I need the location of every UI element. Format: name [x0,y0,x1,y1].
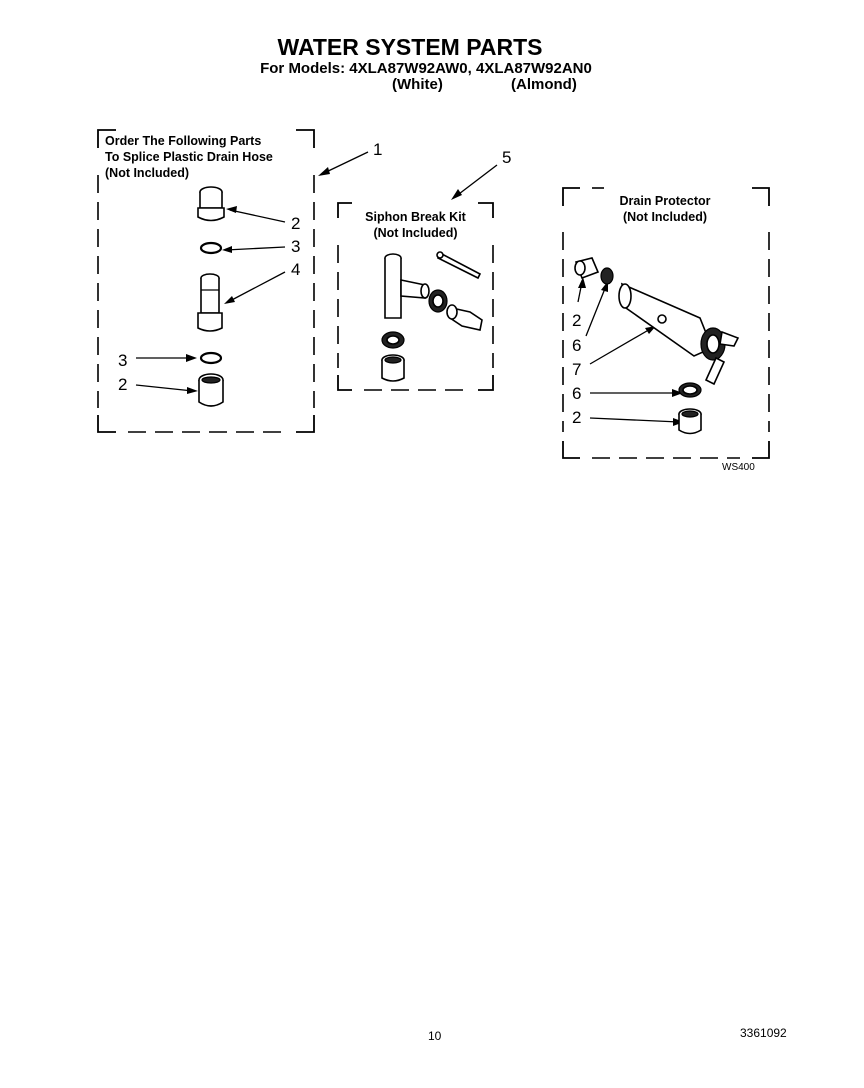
splice-box-label: Order The Following Parts To Splice Plas… [105,133,273,181]
siphon-label-line1: Siphon Break Kit [365,210,466,224]
models-line: For Models: 4XLA87W92AW0, 4XLA87W92AN0 [260,60,592,77]
callout-drain-2a: 2 [572,311,582,330]
callout-splice-4: 4 [291,260,301,279]
drain-label-line1: Drain Protector [619,194,711,208]
drain-protector-box [562,187,770,459]
siphon-label-line2: (Not Included) [373,226,458,240]
callout-5: 5 [502,148,512,167]
splice-connector-icon [197,273,223,332]
page-number: 10 [428,1029,442,1043]
callout-splice-3b: 3 [118,351,128,370]
siphon-kit-drawings [381,251,483,382]
siphon-cap-icon [381,354,405,382]
drain-ring-bottom-icon [678,382,702,398]
splice-clamp-top-icon [199,241,223,255]
callout-splice-3a: 3 [291,237,301,256]
callout-1: 1 [373,140,383,159]
siphon-fitting-icon [446,304,483,331]
callout-drain-6b: 6 [572,384,582,403]
variant-white-label: (White) [392,76,443,93]
splice-label-line1: Order The Following Parts [105,134,262,148]
siphon-pin-icon [436,251,482,280]
callout-drain-6a: 6 [572,336,582,355]
splice-cap-bottom-icon [198,373,224,407]
siphon-kit-box [337,202,494,391]
siphon-box-label: Siphon Break Kit (Not Included) [338,209,493,241]
callout-drain-2b: 2 [572,408,582,427]
document-number: 3361092 [740,1026,787,1040]
splice-clamp-bottom-icon [199,351,223,365]
drain-body-icon [618,282,740,386]
drain-box-label: Drain Protector (Not Included) [580,193,750,225]
callout-splice-2b: 2 [118,375,128,394]
callout-drain-7: 7 [572,360,582,379]
drain-cap-bottom-icon [678,408,702,435]
page-title: WATER SYSTEM PARTS [277,34,543,60]
figure-reference: WS400 [722,462,755,473]
splice-cap-top-icon [197,186,225,222]
drain-label-line2: (Not Included) [622,210,707,224]
splice-parts-box [97,129,315,433]
variant-almond-label: (Almond) [511,76,577,93]
callout-splice-2a: 2 [291,214,301,233]
drain-protector-drawings [574,257,740,435]
siphon-tee-icon [384,253,430,319]
drain-ring-top-icon [600,267,614,285]
splice-label-line3: (Not Included) [105,166,190,180]
drain-cap-top-icon [574,257,600,280]
splice-label-line2: To Splice Plastic Drain Hose [105,150,273,164]
splice-parts-drawings [197,186,225,407]
siphon-nut-icon [428,289,448,313]
siphon-washer-icon [381,331,405,349]
